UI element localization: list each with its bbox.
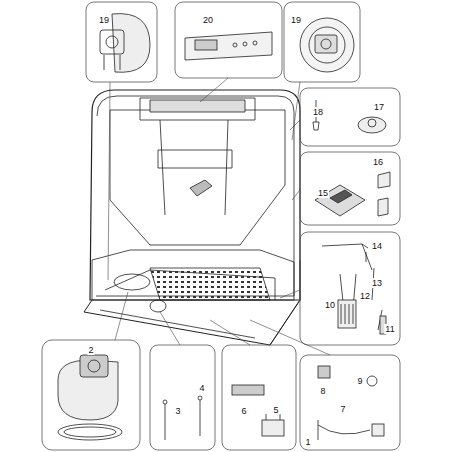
control-panel [185, 32, 272, 60]
cables [318, 366, 384, 440]
callout-number: 1 [304, 437, 311, 447]
probes [163, 396, 202, 440]
callout-number: 6 [240, 406, 247, 416]
fuses [232, 385, 284, 436]
motor-board [315, 172, 390, 216]
callout-number: 17 [373, 102, 385, 112]
callout-number: 5 [272, 405, 279, 415]
leader-lines [108, 78, 330, 355]
callout-number: 18 [312, 107, 324, 117]
callout-number: 19 [290, 15, 302, 25]
callout-number: 10 [324, 300, 336, 310]
combustion-fan [58, 355, 122, 440]
callout-number: 15 [317, 188, 329, 198]
callout-number: 20 [202, 15, 214, 25]
callout-number: 7 [339, 404, 346, 414]
inset-frames [42, 2, 400, 450]
stove-body [84, 90, 300, 345]
sensors [322, 244, 386, 334]
callout-number: 4 [198, 383, 205, 393]
callout-number: 9 [356, 376, 363, 386]
callout-number: 3 [174, 406, 181, 416]
callout-number: 12 [359, 291, 371, 301]
callout-number: 2 [87, 345, 94, 355]
callout-number: 8 [319, 386, 326, 396]
callout-number: 13 [371, 278, 383, 288]
callout-number: 16 [372, 157, 384, 167]
callout-number: 19 [98, 15, 110, 25]
callout-number: 11 [384, 324, 395, 334]
room-fan [300, 18, 354, 72]
callout-number: 14 [371, 241, 383, 251]
